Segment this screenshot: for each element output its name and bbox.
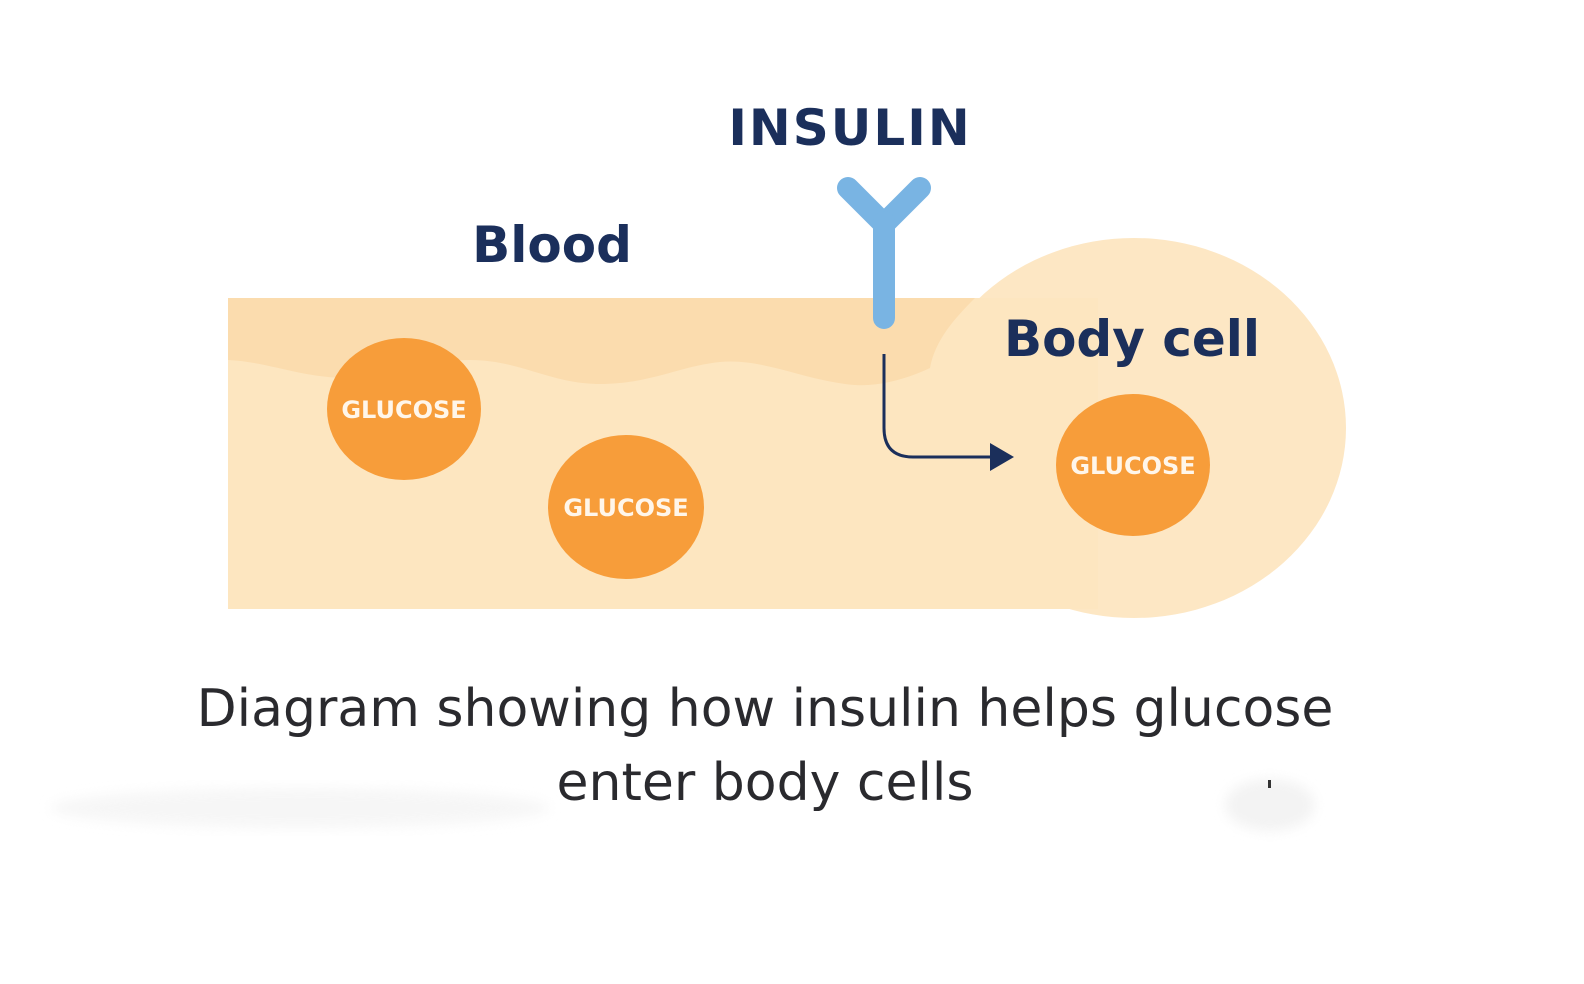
glucose-entry-arrow	[882, 354, 1014, 471]
background-smudge-left	[50, 788, 550, 828]
background-smudge-right	[1225, 779, 1315, 831]
insulin-label: INSULIN	[728, 99, 971, 157]
caption-line-2: enter body cells	[556, 753, 974, 813]
glucose-molecule-1: GLUCOSE	[327, 338, 481, 480]
glucose-label: GLUCOSE	[341, 396, 466, 424]
body-cell-label: Body cell	[1004, 310, 1260, 368]
stray-mark	[1268, 780, 1271, 788]
glucose-molecule-2: GLUCOSE	[548, 435, 704, 579]
caption-line-1: Diagram showing how insulin helps glucos…	[196, 679, 1334, 739]
diagram-caption: Diagram showing how insulin helps glucos…	[150, 672, 1380, 820]
glucose-molecule-3: GLUCOSE	[1056, 394, 1210, 536]
glucose-label: GLUCOSE	[563, 494, 688, 522]
glucose-label: GLUCOSE	[1070, 452, 1195, 480]
insulin-receptor-icon	[837, 177, 931, 329]
blood-label: Blood	[472, 216, 632, 274]
